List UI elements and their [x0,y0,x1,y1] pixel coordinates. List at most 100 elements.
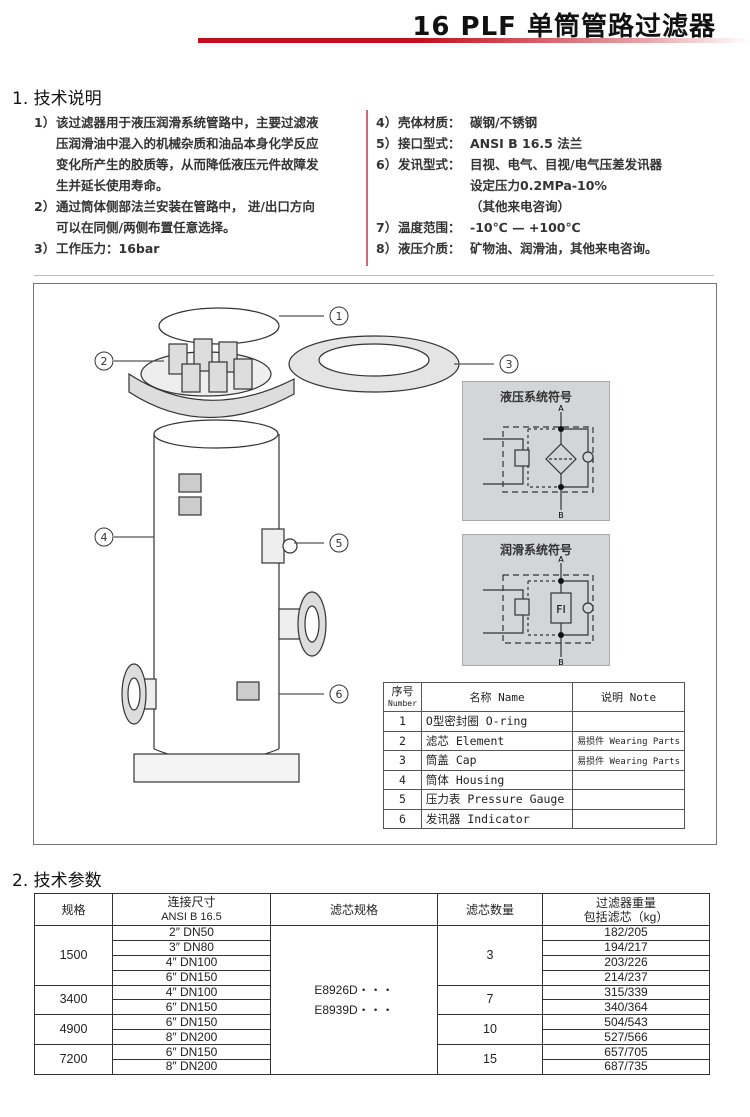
part-note: 易损件 Wearing Parts [572,730,685,751]
item-number [34,133,56,154]
part-number: 3 [383,750,422,771]
item-number: 6） [376,157,398,172]
part-number: 6 [383,808,422,829]
title-underline [198,38,750,43]
indicator-drawing [236,681,260,701]
part-name: 压力表 Pressure Gauge [420,789,574,810]
section-divider [34,275,714,276]
pressure-gauge-drawing [261,528,285,564]
spec-item: 设定压力0.2MPa-10% [376,175,716,196]
part-number: 5 [383,789,422,810]
element-spec: E8939D・・・ [314,1002,394,1017]
description-item: 1）该过滤器用于液压润滑系统管路中，主要过滤液 [34,112,364,133]
port-b-label: B [558,658,564,667]
spec-item: 8）液压介质： 矿物油、润滑油，其他来电咨询。 [376,238,716,259]
spec-item: 5）接口型式：ANSI B 16.5 法兰 [376,133,716,154]
item-number: 4） [376,115,398,130]
description-item: 2）通过筒体侧部法兰安装在管路中， 进/出口方向 [34,196,364,217]
housing-drawing [153,434,280,749]
port-a-label: A [558,404,564,413]
connection-cell: 6″ DN150 [112,999,271,1016]
element-spec: E8926D・・・ [314,982,394,997]
item-number: 5） [376,136,398,151]
col-element-qty: 滤芯数量 [437,893,543,926]
part-note [572,808,685,829]
spec-label [398,175,470,196]
callout-3: 3 [499,354,519,374]
description-item: 可以在同侧/两侧布置任意选择。 [34,217,364,238]
spec-item: 6）发讯型式：目视、电气、目视/电气压差发讯器 [376,154,716,175]
description-item: 压润滑油中混入的机械杂质和油品本身化学反应 [34,133,364,154]
connection-cell: 8″ DN200 [112,1059,271,1075]
item-text: 工作压力：16bar [56,241,160,256]
part-number: 2 [383,730,422,751]
part-number: 4 [383,769,422,790]
item-number [34,154,56,175]
item-number: 1） [34,115,56,130]
item-number: 3） [34,241,56,256]
spec-label: 壳体材质： [398,115,461,130]
element-qty-cell: 15 [437,1044,543,1075]
callout-1: 1 [329,306,349,326]
description-left-column: 1）该过滤器用于液压润滑系统管路中，主要过滤液压润滑油中混入的机械杂质和油品本身… [34,112,364,259]
spec-value: 矿物油、润滑油，其他来电咨询。 [470,241,658,256]
port-b-label: B [558,511,564,520]
svg-text:4: 4 [101,531,108,544]
callout-5: 5 [329,533,349,553]
hydraulic-symbol-title: 液压系统符号 [499,390,572,404]
weight-cell: 182/205 [542,925,710,941]
spec-label: 液压介质： [398,241,461,256]
col-element-spec: 滤芯规格 [270,893,438,926]
connection-cell: 6″ DN150 [112,969,271,986]
element-qty-cell: 3 [437,925,543,986]
lube-symbol-title: 润滑系统符号 [499,543,572,557]
svg-text:2: 2 [101,355,108,368]
spec-value: 碳钢/不锈钢 [470,115,538,130]
col-note: 说明 Note [572,682,685,712]
element-qty-cell: 10 [437,1014,543,1046]
hydraulic-symbol-box: 液压系统符号 A B [462,381,610,521]
weight-cell: 527/566 [542,1029,710,1046]
spec-value: （其他来电咨询） [470,199,571,214]
part-note [572,789,685,810]
part-name: 发讯器 Indicator [420,808,574,829]
part-name: O型密封圈 O-ring [420,711,574,732]
item-number: 8） [376,241,398,256]
lube-symbol-schematic: FI A B [483,555,594,667]
item-number [376,196,398,217]
spec-value: ANSI B 16.5 法兰 [470,136,583,151]
weight-cell: 504/543 [542,1014,710,1031]
spec-item: （其他来电咨询） [376,196,716,217]
item-number [376,175,398,196]
lube-symbol-box: 润滑系统符号 FI A B [462,534,610,667]
section-title-description: 1. 技术说明 [12,89,102,109]
fi-label: FI [556,603,566,616]
svg-text:5: 5 [336,537,343,550]
description-item: 变化所产生的胶质等，从而降低液压元件故障发 [34,154,364,175]
filter-diagram-panel: 1 2 3 4 5 6 液压系统符号 A B 润滑系统符号 [33,283,717,845]
col-name: 名称 Name [420,682,574,712]
spec-label: 温度范围： [398,220,461,235]
svg-text:6: 6 [336,688,343,701]
item-number [34,175,56,196]
part-number: 1 [383,711,422,732]
spec-cell: 4900 [34,1014,113,1046]
spec-value: 目视、电气、目视/电气压差发讯器 [470,157,663,172]
part-note [572,711,685,732]
callout-4: 4 [94,527,114,547]
item-text: 生并延长使用寿命。 [56,178,169,193]
callout-6: 6 [329,684,349,704]
part-name: 筒盖 Cap [420,750,574,771]
item-number: 2） [34,199,56,214]
